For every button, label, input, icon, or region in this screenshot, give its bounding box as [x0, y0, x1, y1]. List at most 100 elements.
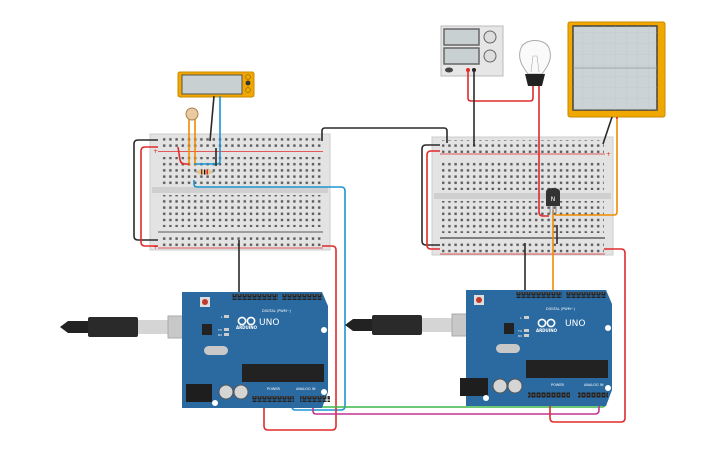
usb-connector-icon	[372, 315, 422, 335]
atmega-chip	[526, 360, 608, 378]
capacitor-icon	[233, 384, 249, 400]
wire-magenta[interactable]	[312, 398, 600, 415]
usb-plug-metal	[422, 318, 452, 332]
arduino-brand: ARDUINO	[236, 325, 258, 330]
wire-red[interactable]	[467, 70, 534, 102]
npn-transistor[interactable]: N	[546, 188, 560, 214]
power-switch-icon[interactable]	[445, 67, 453, 73]
led-tx-icon	[224, 328, 229, 331]
wire-red[interactable]	[177, 146, 189, 165]
oscilloscope[interactable]	[567, 21, 666, 118]
power-header	[528, 392, 570, 398]
wire-red[interactable]	[549, 248, 626, 423]
light-bulb[interactable]	[519, 40, 551, 87]
usb-connector-icon	[88, 317, 138, 337]
multimeter-terminal-icon	[245, 80, 251, 86]
led-rx-label: RX	[218, 333, 222, 337]
arduino-uno-right[interactable]: DIGITAL (PWM~) ARDUINO UNO L TX RX POWER…	[460, 290, 612, 406]
breadboard-terminal-top	[442, 160, 604, 190]
mounting-hole	[212, 400, 218, 406]
breadboard-bottom-rails	[160, 234, 322, 247]
wire-red[interactable]	[140, 146, 158, 247]
multimeter[interactable]	[177, 71, 255, 98]
power-header	[252, 396, 294, 402]
led-l-icon	[224, 315, 229, 318]
resistor[interactable]	[195, 169, 214, 175]
mounting-hole	[605, 325, 611, 331]
dc-power-supply[interactable]	[440, 25, 504, 77]
current-knob-icon[interactable]	[483, 49, 497, 63]
wire-black[interactable]	[133, 139, 158, 241]
breadboard-left[interactable]: + +	[149, 133, 331, 251]
digital-header-2	[282, 294, 322, 300]
wire-blue[interactable]	[194, 96, 221, 165]
capacitor-icon	[218, 384, 234, 400]
voltage-knob-icon[interactable]	[483, 30, 497, 44]
multimeter-terminal-icon	[245, 74, 251, 80]
current-display	[443, 47, 480, 65]
mounting-hole	[605, 385, 611, 391]
reset-button-icon	[202, 299, 208, 305]
arduino-logo-icon	[537, 318, 556, 328]
breadboard-center-channel	[152, 187, 328, 193]
wire-black[interactable]	[602, 116, 613, 145]
bulb-socket-icon	[525, 74, 545, 86]
analog-in-label: ANALOG IN	[584, 383, 604, 387]
transistor-label: N	[551, 196, 556, 203]
wire-black[interactable]	[321, 127, 448, 143]
wire-red[interactable]	[263, 245, 337, 431]
photoresistor[interactable]	[185, 107, 199, 166]
wire-black[interactable]	[421, 144, 440, 246]
led-tx-label: TX	[517, 329, 522, 333]
breadboard-right[interactable]: +	[431, 136, 614, 256]
rail-plus-label: +	[606, 151, 611, 158]
power-label: POWER	[267, 387, 281, 391]
wire-red[interactable]	[538, 86, 549, 217]
led-l-label: L	[221, 315, 223, 319]
resistor-band	[206, 169, 208, 175]
voltage-display	[443, 28, 480, 46]
multimeter-terminal-icon	[245, 87, 251, 93]
led-tx-label: TX	[217, 328, 222, 332]
usb-plug-end	[60, 321, 88, 333]
resistor-band	[204, 169, 206, 175]
transistor-icon	[546, 188, 560, 206]
led-rx-icon	[224, 333, 229, 336]
capacitor-icon	[507, 378, 523, 394]
analog-header	[578, 392, 608, 398]
digital-label: DIGITAL (PWM~)	[262, 309, 292, 313]
crystal-oscillator	[204, 346, 228, 355]
rail-plus-label: +	[153, 148, 158, 155]
resistor-band	[201, 169, 203, 175]
arduino-brand: ARDUINO	[536, 328, 558, 333]
arduino-model: UNO	[259, 318, 279, 328]
bulb-glass-icon	[519, 40, 551, 75]
arduino-logo-icon	[237, 316, 256, 326]
led-l-label: L	[520, 316, 522, 320]
arduino-uno-left[interactable]: DIGITAL (PWM~) ARDUINO UNO L TX RX POWER…	[182, 292, 330, 408]
power-jack	[186, 384, 212, 402]
analog-in-label: ANALOG IN	[296, 387, 316, 391]
crystal-oscillator	[496, 344, 520, 353]
wire-red[interactable]	[426, 150, 440, 250]
usb-chip	[504, 323, 514, 334]
wire-blue[interactable]	[193, 180, 346, 411]
capacitor-icon	[492, 378, 508, 394]
wire-black[interactable]	[209, 95, 215, 142]
power-label: POWER	[551, 383, 565, 387]
rail-plus-label: +	[153, 244, 158, 251]
usb-plug-metal	[138, 320, 168, 334]
usb-plug-end	[345, 319, 372, 331]
breadboard-top-rails	[160, 137, 322, 150]
breadboard-bottom-rails	[442, 240, 604, 253]
filament-icon	[530, 55, 540, 73]
led-tx-icon	[524, 329, 529, 332]
usb-cable-right[interactable]	[345, 313, 483, 337]
digital-label: DIGITAL (PWM~)	[546, 307, 576, 311]
led-l-icon	[524, 316, 529, 319]
breadboard-top-rails	[442, 140, 604, 153]
wire-orange[interactable]	[555, 117, 618, 216]
photoresistor-icon	[185, 107, 199, 121]
usb-cable-left[interactable]	[60, 315, 199, 339]
